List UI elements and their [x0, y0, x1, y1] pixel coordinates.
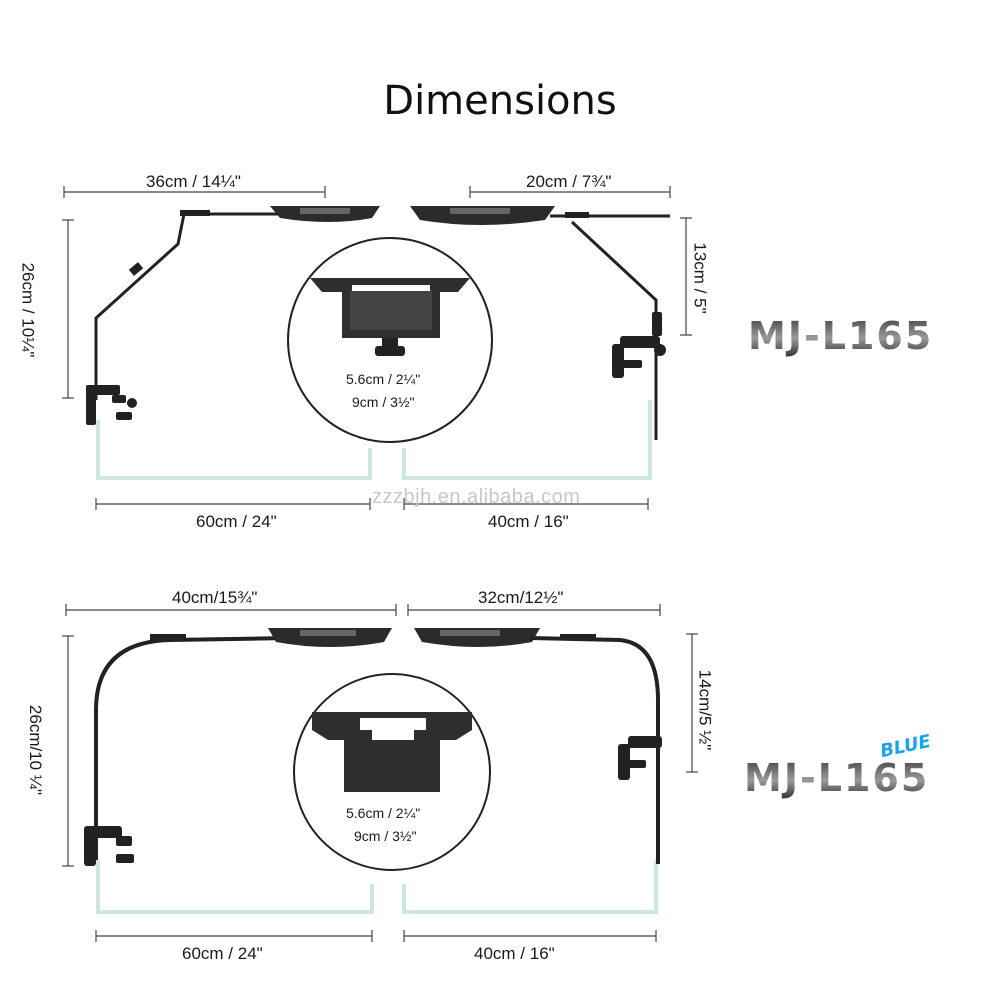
- bottom-right-arm: [529, 636, 660, 864]
- top-bottom-right-label: 40cm / 16": [488, 512, 569, 531]
- bottom-tank-glass: [96, 860, 658, 914]
- top-model-logo: MJ-L165: [748, 314, 934, 358]
- top-left-arm: [94, 212, 290, 400]
- top-diagram: [62, 186, 692, 510]
- page-title: Dimensions: [383, 78, 617, 124]
- top-inner-large-label: 9cm / 3½": [352, 394, 415, 410]
- top-right-clamp: [565, 212, 666, 378]
- bottom-inner-large-label: 9cm / 3½": [354, 828, 417, 844]
- top-inset-bracket: [310, 278, 470, 356]
- bottom-right-width-label: 32cm/12½": [478, 588, 564, 607]
- top-left-clamp: [86, 210, 210, 425]
- top-right-fixture: [410, 206, 555, 225]
- top-right-width-label: 20cm / 7¾": [526, 172, 612, 191]
- top-tank-glass: [96, 400, 652, 480]
- bottom-model-logo: MJ-L165: [744, 756, 930, 800]
- top-right-height-label: 13cm / 5": [690, 242, 710, 314]
- bottom-left-arm: [94, 636, 291, 860]
- bottom-inset-bracket: [312, 712, 472, 792]
- top-left-fixture: [270, 206, 380, 222]
- bottom-left-width-label: 40cm/15¾": [172, 588, 258, 607]
- bottom-right-height-label: 14cm/5 ½": [695, 669, 715, 751]
- bottom-left-fixture: [268, 628, 392, 647]
- bottom-bottom-right-label: 40cm / 16": [474, 944, 555, 963]
- bottom-right-fixture: [414, 628, 540, 647]
- bottom-diagram: [62, 604, 698, 942]
- bottom-bottom-left-label: 60cm / 24": [182, 944, 263, 963]
- bottom-right-clamp: [560, 634, 662, 780]
- top-inner-small-label: 5.6cm / 2¼": [346, 371, 421, 387]
- top-left-width-label: 36cm / 14¼": [146, 172, 241, 191]
- bottom-left-height-label: 26cm/10 ¼": [26, 704, 46, 796]
- bottom-left-clamp: [84, 634, 186, 866]
- top-bottom-left-label: 60cm / 24": [196, 512, 277, 531]
- bottom-inner-small-label: 5.6cm / 2¼": [346, 805, 421, 821]
- top-left-height-label: 26cm / 10¼": [18, 262, 38, 358]
- watermark: zzzbjh.en.alibaba.com: [372, 486, 581, 508]
